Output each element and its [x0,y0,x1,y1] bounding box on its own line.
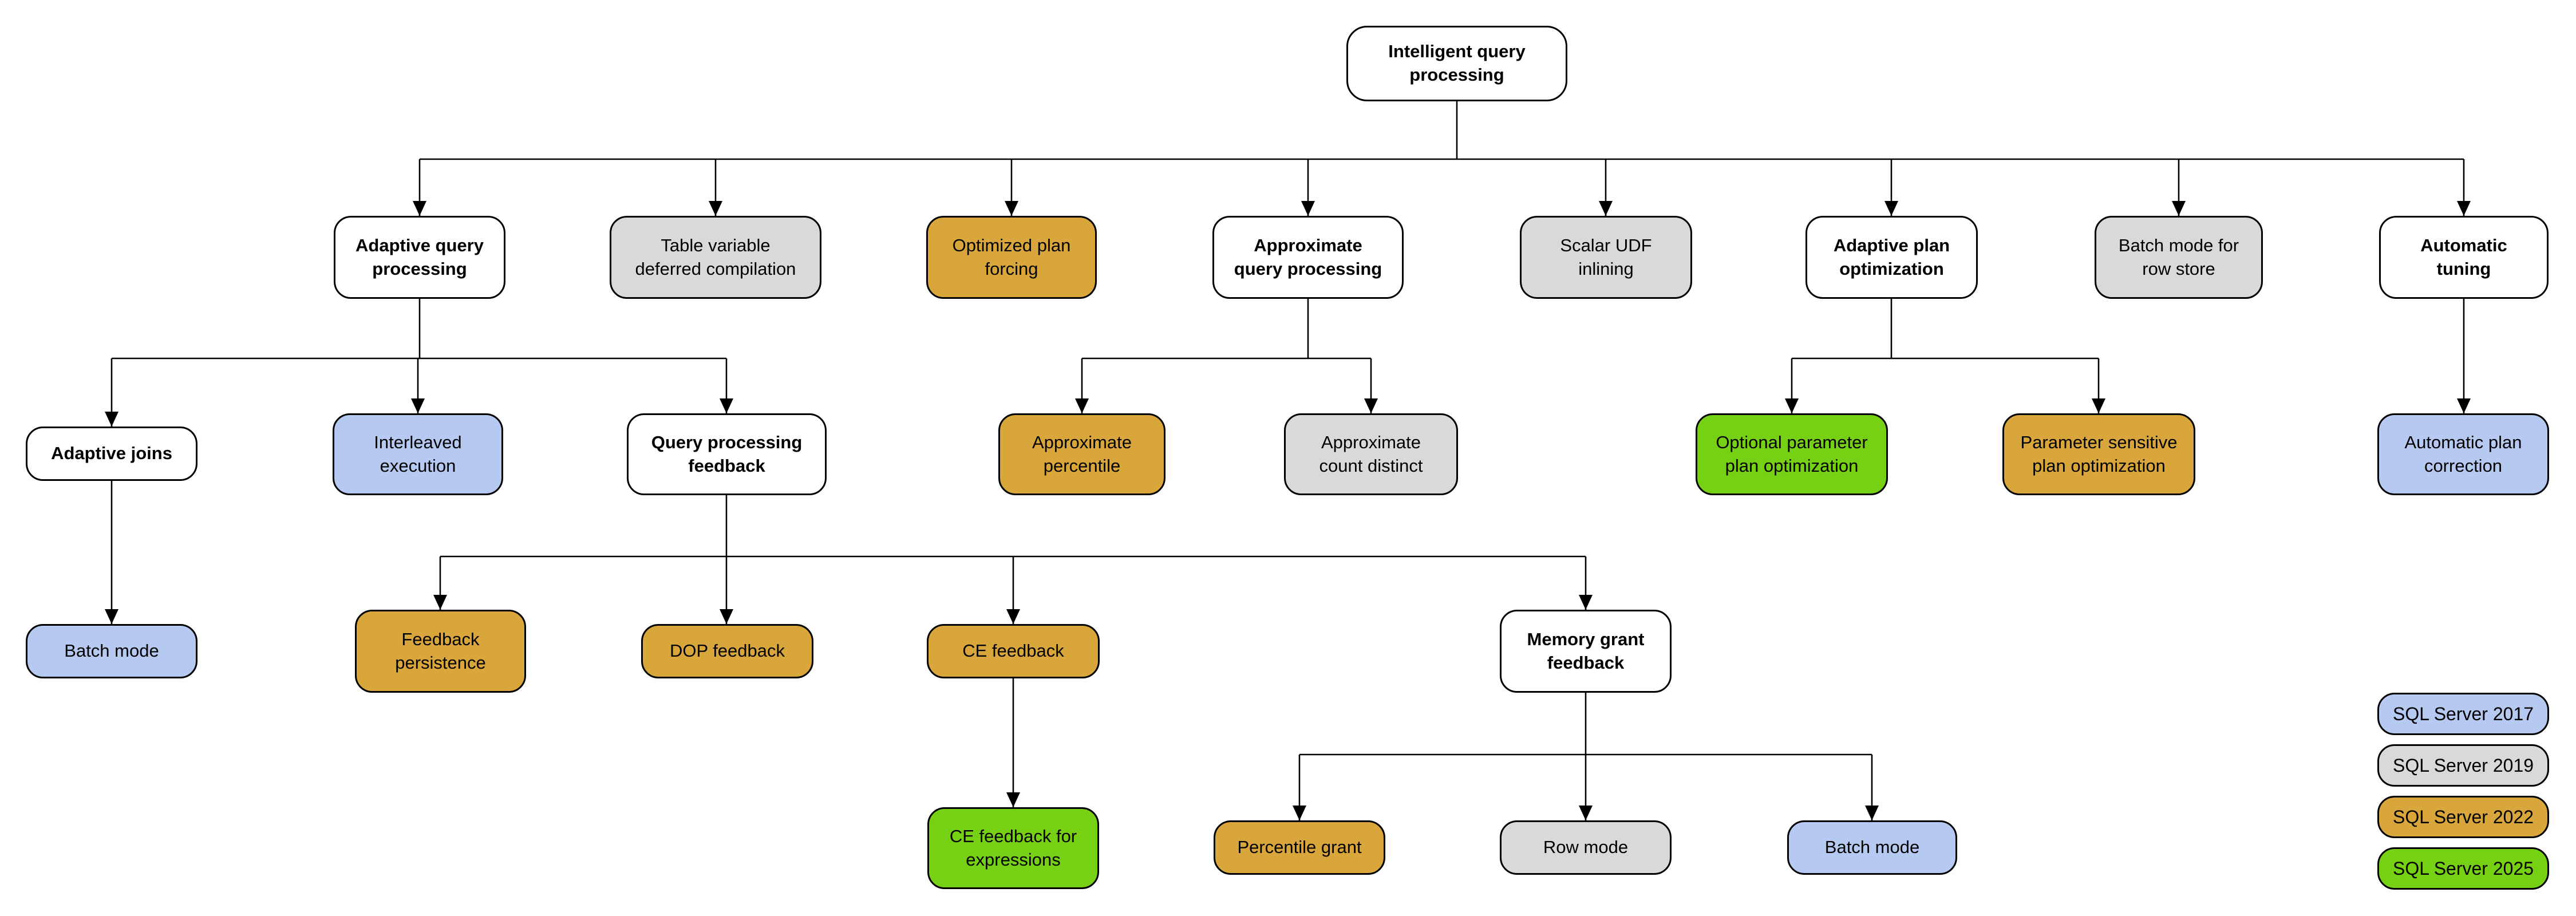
legend-item-sql-server-2022: SQL Server 2022 [2377,796,2549,838]
node-label: Automatic tuning [2420,235,2507,279]
node-label: Scalar UDF inlining [1560,235,1652,279]
node-query-processing-feedback: Query processing feedback [627,413,827,495]
node-label: Percentile grant [1237,837,1362,858]
node-optimized-plan-forcing: Optimized plan forcing [926,216,1097,299]
node-dop-feedback: DOP feedback [641,624,813,678]
node-interleaved-execution: Interleaved execution [333,413,503,495]
node-scalar-udf-inlining: Scalar UDF inlining [1520,216,1692,299]
node-ce-feedback-for-expressions: CE feedback for expressions [927,807,1099,889]
node-label: Adaptive plan optimization [1833,235,1950,279]
node-intelligent-query-processing: Intelligent query processing [1346,26,1567,101]
node-label: Batch mode [1824,837,1920,858]
node-adaptive-plan-optimization: Adaptive plan optimization [1805,216,1978,299]
node-label: DOP feedback [669,641,785,661]
node-label: Row mode [1543,837,1629,858]
node-label: Approximate count distinct [1319,432,1423,476]
legend-item-sql-server-2025: SQL Server 2025 [2377,847,2549,890]
node-feedback-persistence: Feedback persistence [355,610,526,693]
node-adaptive-joins: Adaptive joins [26,427,197,481]
node-label: Batch mode for row store [2118,235,2239,279]
node-automatic-tuning: Automatic tuning [2379,216,2549,299]
node-label: CE feedback for expressions [949,826,1077,870]
legend-label: SQL Server 2017 [2392,703,2534,724]
node-adaptive-query-processing: Adaptive query processing [334,216,505,299]
node-approximate-query-processing: Approximate query processing [1212,216,1404,299]
node-label: Table variable deferred compilation [635,235,796,279]
node-ce-feedback: CE feedback [927,624,1100,678]
node-batch-mode-memory-grant: Batch mode [1787,820,1957,875]
node-label: Optimized plan forcing [952,235,1071,279]
node-label: Query processing feedback [651,432,803,476]
node-label: Interleaved execution [374,432,462,476]
node-label: Approximate percentile [1032,432,1132,476]
node-label: Approximate query processing [1234,235,1382,279]
node-table-variable-deferred-compilation: Table variable deferred compilation [610,216,821,299]
legend-item-sql-server-2019: SQL Server 2019 [2377,744,2549,787]
node-label: Feedback persistence [395,629,486,673]
node-approximate-percentile: Approximate percentile [998,413,1165,495]
node-parameter-sensitive-plan-optimization: Parameter sensitive plan optimization [2002,413,2195,495]
node-label: Batch mode [64,641,159,661]
node-row-mode: Row mode [1500,820,1672,875]
node-approximate-count-distinct: Approximate count distinct [1284,413,1458,495]
node-label: Memory grant feedback [1527,629,1645,673]
legend-label: SQL Server 2022 [2392,806,2534,827]
legend-item-sql-server-2017: SQL Server 2017 [2377,693,2549,735]
node-label: Intelligent query processing [1388,41,1526,85]
legend-label: SQL Server 2025 [2392,858,2534,879]
node-memory-grant-feedback: Memory grant feedback [1500,610,1672,693]
node-optional-parameter-plan-optimization: Optional parameter plan optimization [1696,413,1888,495]
node-batch-mode-for-row-store: Batch mode for row store [2095,216,2263,299]
node-label: Adaptive joins [51,443,172,464]
node-label: Automatic plan correction [2404,432,2522,476]
node-label: Parameter sensitive plan optimization [2020,432,2178,476]
node-label: CE feedback [962,641,1064,661]
node-label: Adaptive query processing [355,235,484,279]
node-batch-mode-adaptive-joins: Batch mode [26,624,197,678]
node-percentile-grant: Percentile grant [1214,820,1385,875]
legend-label: SQL Server 2019 [2392,755,2534,776]
node-automatic-plan-correction: Automatic plan correction [2377,413,2549,495]
node-label: Optional parameter plan optimization [1716,432,1868,476]
